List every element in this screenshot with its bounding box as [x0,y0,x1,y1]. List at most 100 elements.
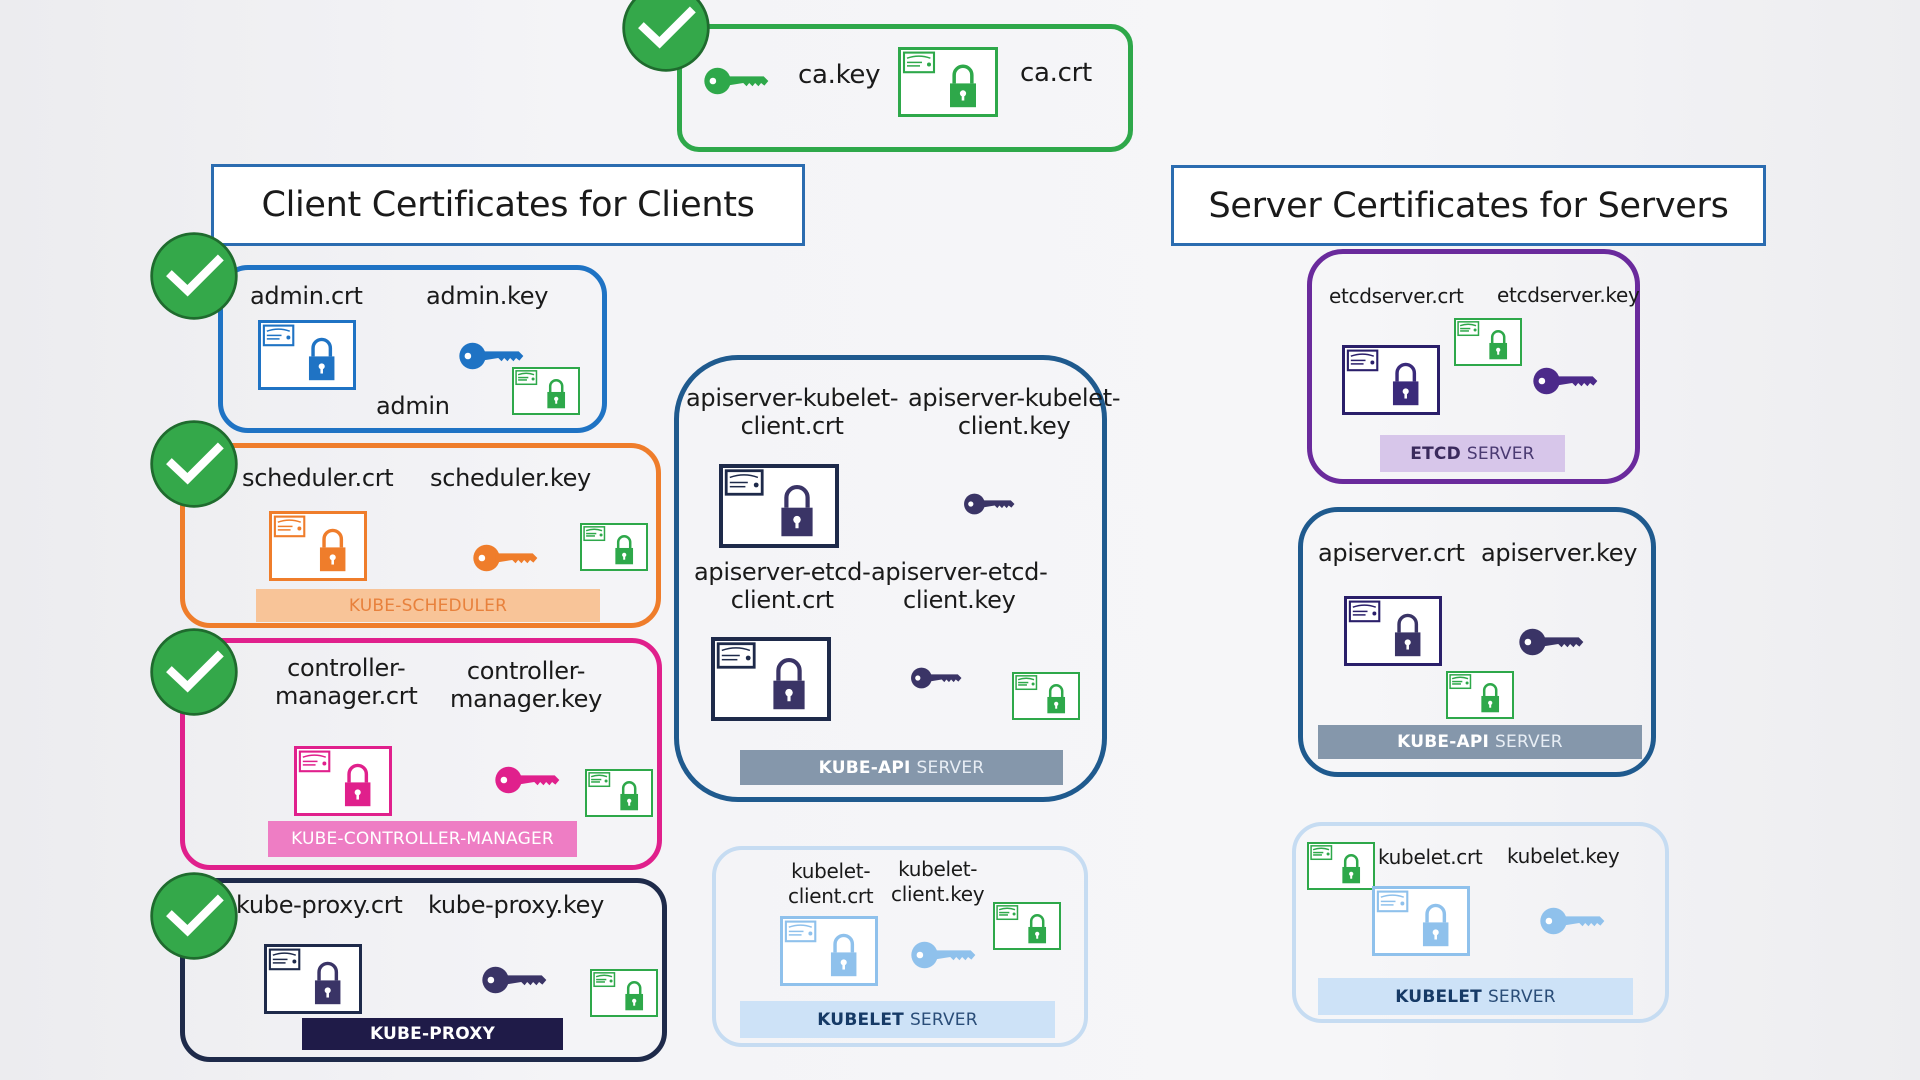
scheduler-box [180,443,661,628]
scheduler-key-icon [472,543,538,573]
etcd-server-banner-bold: ETCD [1410,443,1461,464]
etcd-server-box [1307,249,1640,484]
controller-manager-box [180,638,662,870]
etcd-server-banner: ETCD SERVER [1380,435,1565,472]
admin-certificate-icon [258,320,356,394]
kubelet-server-key-icon [1539,906,1605,936]
controller-manager-check-icon [148,626,240,718]
apiserver-kubelet-client-key-line1: apiserver-kubelet- [908,384,1121,412]
apiserver-kubelet-client-certificate-icon [719,464,839,552]
scheduler-ca-certificate-icon [580,523,648,575]
controller-manager-crt-label: controller- manager.crt [275,654,418,710]
apiserver-kubelet-client-key-icon [963,492,1015,516]
kubelet-server-crt-label: kubelet.crt [1378,845,1483,869]
apiserver-server-banner-bold: KUBE-API [1397,732,1490,752]
apiserver-certificate-icon [1344,596,1442,670]
kube-controller-manager-banner-text: KUBE-CONTROLLER-MANAGER [291,829,554,849]
controller-manager-key-icon [494,765,560,795]
server-certificates-header: Server Certificates for Servers [1171,165,1766,246]
apiserver-etcd-client-crt-label: apiserver-etcd- client.crt [694,558,871,614]
kube-proxy-key-label: kube-proxy.key [428,891,604,919]
controller-manager-certificate-icon [294,746,392,820]
apiserver-etcd-client-certificate-icon [711,637,831,725]
admin-key-label: admin.key [426,282,549,310]
kubelet-client-key-icon [910,940,976,970]
ca-check-icon [620,0,712,74]
scheduler-certificate-icon [269,511,367,585]
ca-crt-label: ca.crt [1020,58,1092,88]
kube-proxy-box [180,878,667,1062]
apiserver-server-box [1298,507,1656,777]
kube-proxy-key-icon [481,965,547,995]
apiserver-etcd-client-crt-line2: client.crt [730,586,834,614]
apiserver-etcd-client-key-icon [910,666,962,690]
admin-ca-certificate-icon [512,367,580,419]
ca-key-icon [703,66,769,96]
apiserver-server-banner-rest: SERVER [1495,732,1563,752]
controller-manager-ca-certificate-icon [585,769,653,821]
kubelet-client-box [712,846,1088,1047]
ca-key-label: ca.key [798,60,881,90]
controller-manager-key-line1: controller- [466,657,586,685]
etcd-server-key-label: etcdserver.key [1497,283,1640,307]
kubelet-client-key-label: kubelet- client.key [891,857,985,907]
ca-certificate-icon [898,47,998,121]
apiserver-key-icon [1518,627,1584,657]
apiserver-crt-label: apiserver.crt [1318,539,1465,567]
scheduler-check-icon [148,418,240,510]
apiserver-etcd-client-key-line1: apiserver-etcd- [871,558,1048,586]
apiserver-key-label: apiserver.key [1481,539,1638,567]
scheduler-crt-label: scheduler.crt [242,464,394,492]
apiserver-etcd-client-crt-line1: apiserver-etcd- [694,558,871,586]
apiserver-client-banner-bold: KUBE-API [818,757,911,778]
kube-scheduler-banner: KUBE-SCHEDULER [256,589,600,622]
apiserver-ca-certificate-icon [1446,671,1514,723]
kubelet-client-crt-line1: kubelet- [791,859,871,883]
kubelet-client-certificate-icon [780,916,878,990]
client-certificates-header: Client Certificates for Clients [211,164,805,246]
scheduler-key-label: scheduler.key [430,464,591,492]
apiserver-kubelet-client-key-line2: client.key [957,412,1071,440]
controller-manager-key-line2: manager.key [450,685,603,713]
kubelet-client-key-line1: kubelet- [898,857,978,881]
kubelet-client-crt-label: kubelet- client.crt [788,859,874,909]
apiserver-kubelet-client-crt-label: apiserver-kubelet- client.crt [686,384,898,440]
kubelet-server-key-label: kubelet.key [1507,844,1620,868]
kube-proxy-certificate-icon [264,944,362,1018]
kube-proxy-banner-text: KUBE-PROXY [369,1024,496,1044]
kubelet-server-banner: KUBELET SERVER [1318,978,1633,1015]
kubelet-client-banner: KUBELET SERVER [740,1001,1055,1038]
kubelet-client-banner-bold: KUBELET [817,1009,904,1030]
admin-check-icon [148,230,240,322]
apiserver-client-banner: KUBE-API SERVER [740,750,1063,785]
controller-manager-crt-line2: manager.crt [275,682,418,710]
etcd-server-certificate-icon [1342,345,1440,419]
kube-proxy-crt-label: kube-proxy.crt [236,891,403,919]
kubelet-client-crt-line2: client.crt [788,884,874,908]
etcd-server-banner-rest: SERVER [1466,443,1535,464]
kubelet-server-banner-rest: SERVER [1487,986,1556,1007]
kubelet-client-key-line2: client.key [891,882,985,906]
kubelet-server-box [1292,822,1669,1023]
apiserver-etcd-client-key-line2: client.key [902,586,1016,614]
apiserver-kubelet-client-crt-line2: client.crt [740,412,844,440]
apiserver-client-banner-rest: SERVER [916,757,985,778]
apiserver-server-banner: KUBE-API SERVER [1318,725,1642,759]
controller-manager-key-label: controller- manager.key [450,657,602,713]
apiserver-kubelet-client-crt-line1: apiserver-kubelet- [686,384,899,412]
controller-manager-crt-line1: controller- [287,654,406,682]
etcd-server-key-icon [1532,366,1598,396]
kubelet-server-banner-bold: KUBELET [1395,986,1482,1007]
apiserver-client-box [674,355,1107,802]
kubelet-server-ca-certificate-icon [1307,842,1375,894]
kubelet-server-certificate-icon [1372,886,1470,960]
kubelet-client-banner-rest: SERVER [909,1009,978,1030]
kube-proxy-banner: KUBE-PROXY [302,1018,563,1050]
etcd-server-crt-label: etcdserver.crt [1329,284,1464,308]
kubelet-client-ca-certificate-icon [993,902,1061,954]
admin-crt-label: admin.crt [250,282,363,310]
apiserver-client-ca-certificate-icon [1012,672,1080,724]
ca-box [677,24,1133,152]
etcd-server-ca-certificate-icon [1454,318,1522,370]
kube-scheduler-banner-text: KUBE-SCHEDULER [348,595,508,616]
